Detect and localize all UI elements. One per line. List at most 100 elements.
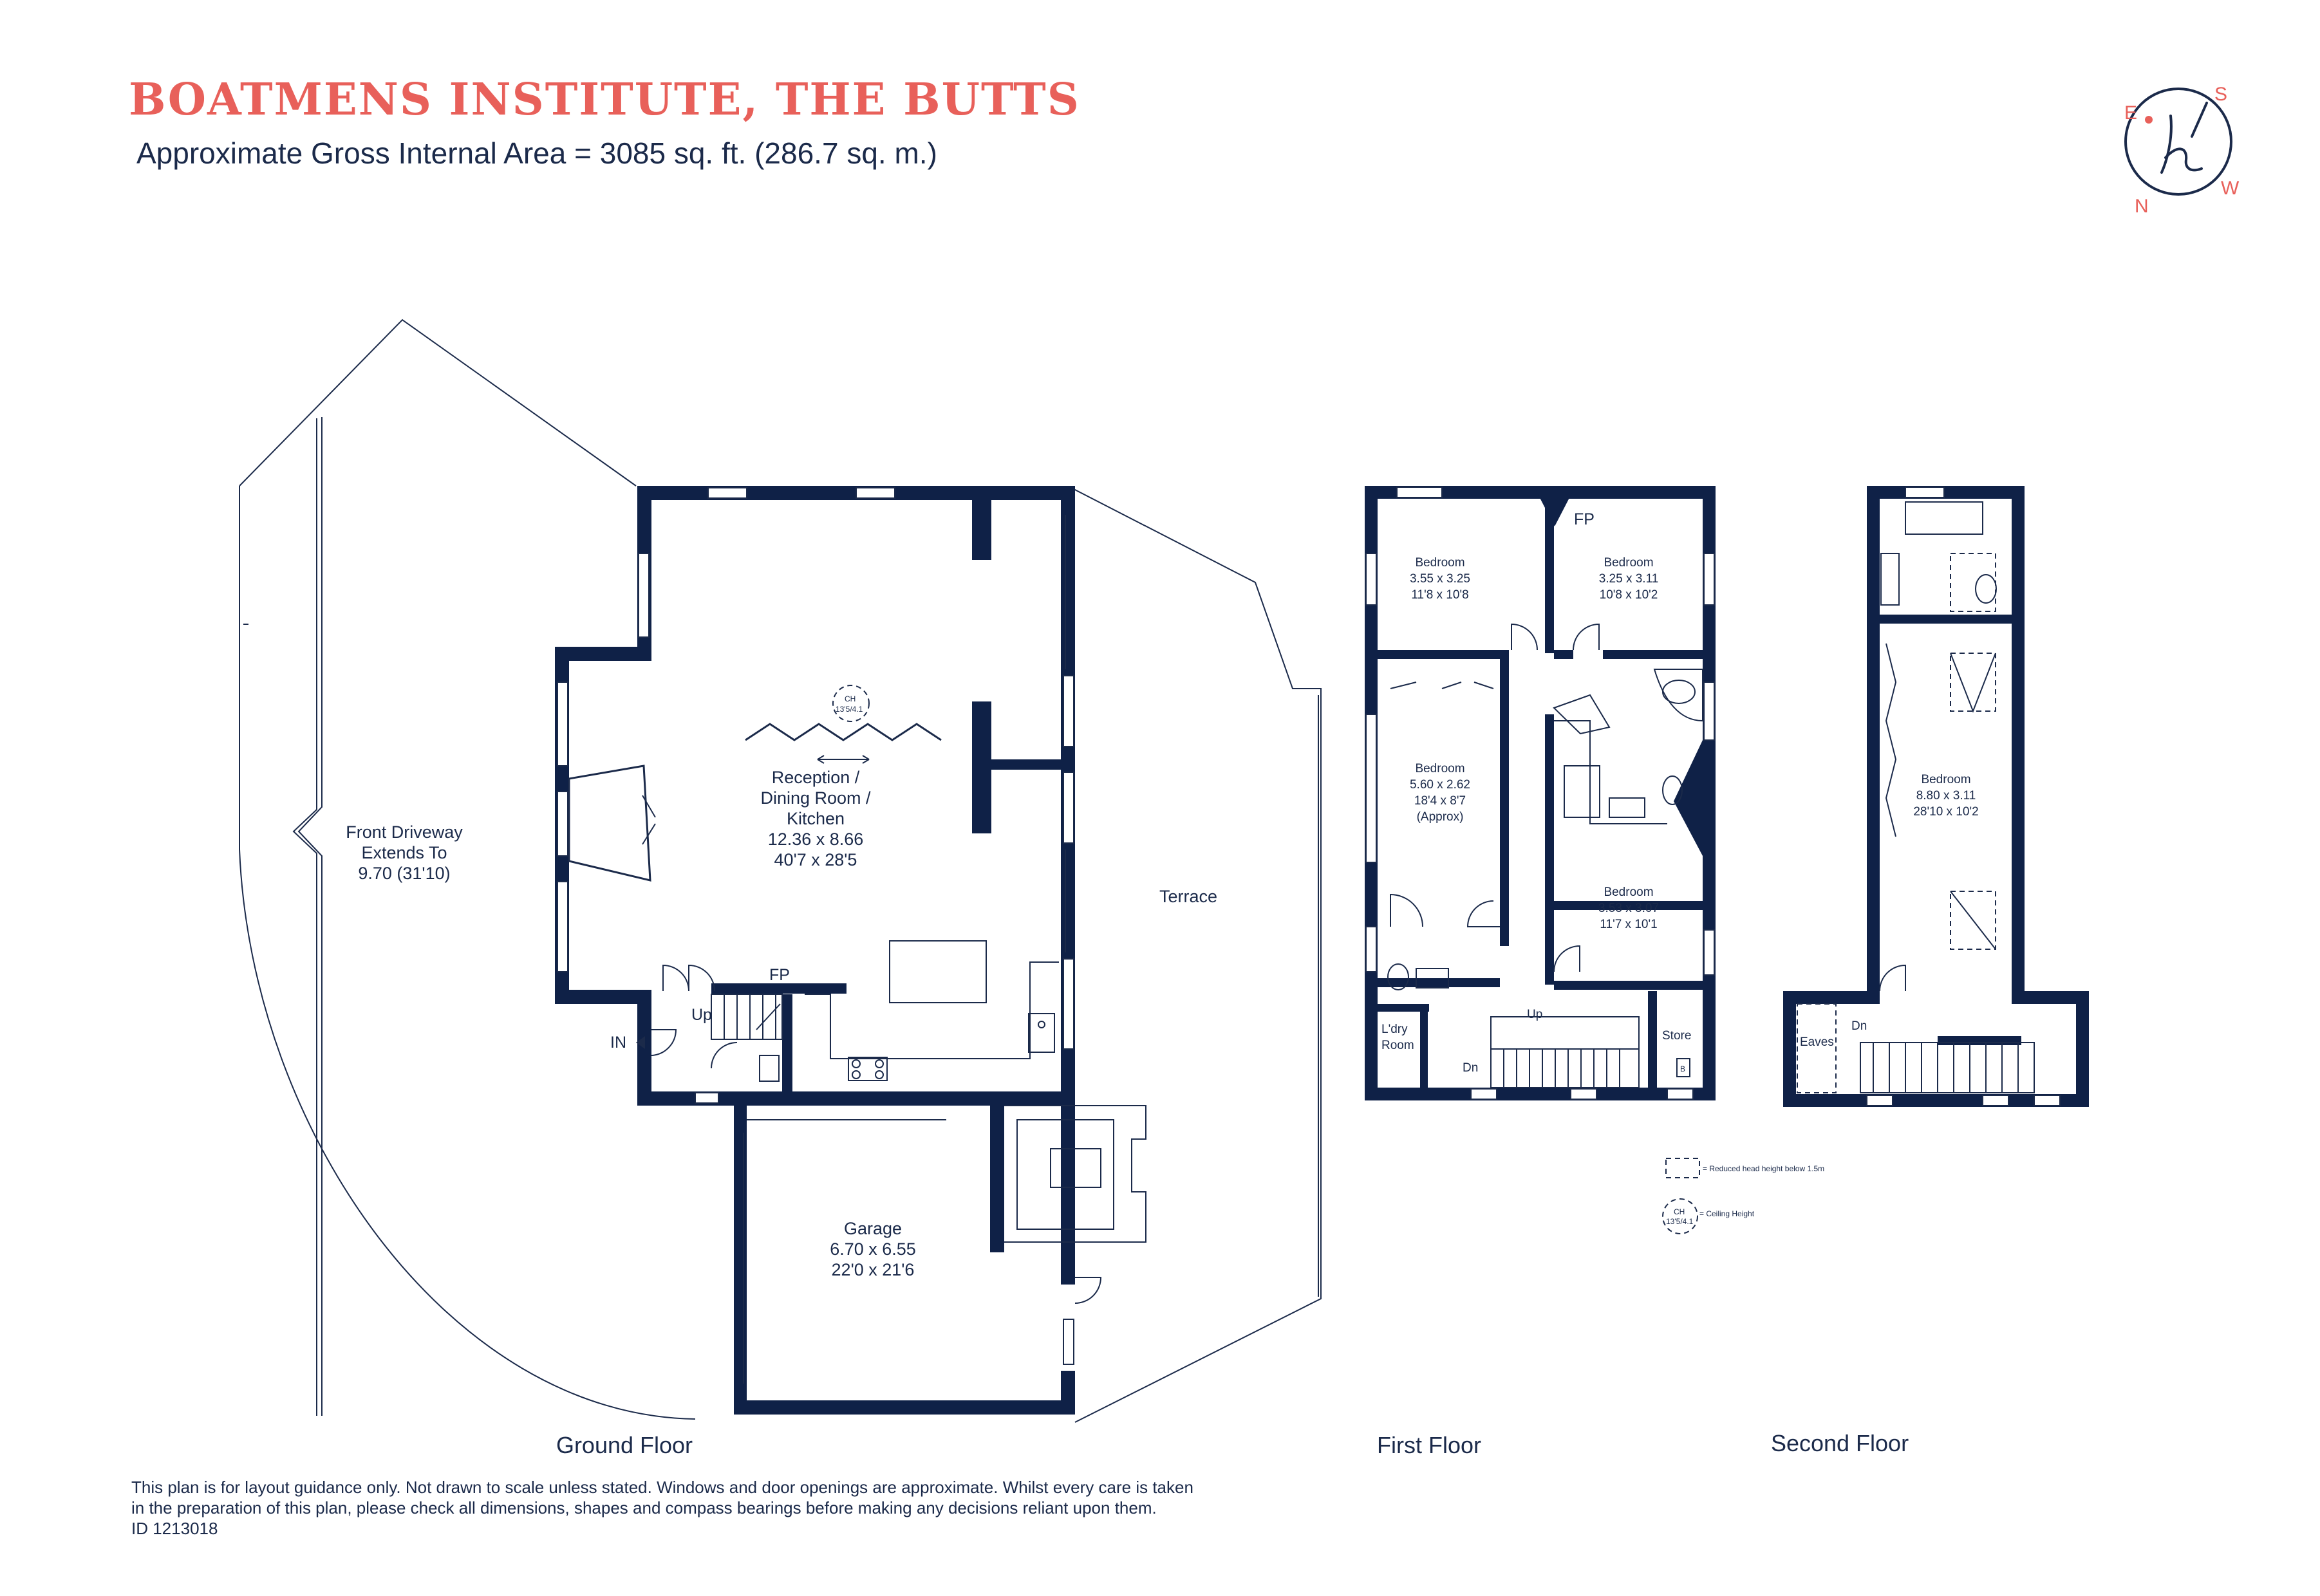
terrace-planter-inner [1016, 1119, 1114, 1230]
ground-fp-label: FP [769, 966, 790, 984]
second-eaves-label: Eaves [1800, 1035, 1834, 1049]
first-door-swing-1 [1511, 623, 1538, 651]
second-bed-name: Bedroom [1921, 773, 1970, 786]
first-boiler-label: B [1680, 1064, 1685, 1073]
terrace-planter-centre [1050, 1148, 1101, 1188]
second-wing-left [1783, 991, 1796, 1107]
second-bath-icon [1905, 501, 1983, 535]
entrance-in-label: IN [610, 1034, 626, 1052]
second-door-swing [1879, 964, 1906, 992]
kitchen-counter [805, 961, 1059, 1059]
wc-wall [782, 994, 792, 1104]
first-bed3-note: (Approx) [1417, 810, 1464, 824]
driveway-label-3: 9.70 (31'10) [358, 864, 450, 883]
second-dn-label: Dn [1851, 1019, 1867, 1033]
terrace-planter-outline [1004, 1105, 1146, 1243]
ground-window-4 [557, 682, 568, 766]
ground-floor-label: Ground Floor [556, 1432, 693, 1458]
first-bottom-wall [1365, 1088, 1716, 1100]
first-window-3 [1703, 553, 1715, 606]
first-up-label: Up [1527, 1008, 1542, 1021]
first-laundry-right-wall [1420, 1010, 1428, 1088]
ground-ch-label: CH [845, 694, 856, 703]
second-bed-imperial: 28'10 x 10'2 [1913, 805, 1978, 819]
first-door-swing-2 [1573, 623, 1600, 651]
first-bed2-imperial: 10'8 x 10'2 [1600, 588, 1658, 602]
first-bed2-bottom-wall-b [1603, 650, 1703, 659]
bay-top-wall [555, 647, 651, 661]
first-window-2 [1365, 553, 1377, 606]
entrance-arrow-icon [636, 1036, 645, 1049]
logo-ring [2124, 88, 2232, 196]
ground-bottom-wall-right [996, 1091, 1075, 1106]
second-skylight-2 [1950, 891, 1996, 950]
first-window-5 [1703, 682, 1715, 741]
garage-metric: 6.70 x 6.55 [830, 1239, 916, 1259]
first-bed-divider [1545, 499, 1554, 653]
page-title: BOATMENS INSTITUTE, THE BUTTS [129, 74, 1080, 125]
driveway-outline [239, 319, 696, 1420]
wardrobe-line [1390, 682, 1494, 689]
second-right-wall [2012, 486, 2025, 1004]
ground-window-1 [707, 487, 747, 499]
disclaimer-id: ID 1213018 [131, 1519, 218, 1538]
stair-top-wall [711, 983, 847, 994]
first-door-swing-4 [1390, 893, 1423, 927]
kitchen-island [889, 940, 987, 1003]
legend-reduced-height-text: = Reduced head height below 1.5m [1703, 1164, 1824, 1173]
terrace-outline [1073, 488, 1322, 1423]
second-bed-metric: 8.80 x 3.11 [1916, 789, 1976, 803]
reception-label-2: Dining Room / [760, 788, 871, 808]
garage-label: Garage [844, 1219, 902, 1238]
second-landing-wall [1938, 1036, 2021, 1045]
first-bed2-bottom-wall-a [1554, 650, 1573, 659]
second-skylight-1-lines [1950, 653, 1996, 713]
boiler-box-icon [1676, 1058, 1690, 1077]
reception-imperial: 40'7 x 28'5 [774, 850, 857, 869]
first-bed4-metric: 3.53 x 3.07 [1598, 902, 1659, 915]
first-bed3-metric: 5.60 x 2.62 [1410, 778, 1470, 792]
ground-window-10 [695, 1092, 719, 1104]
compass-south: S [2214, 84, 2227, 105]
first-fp-label: FP [1574, 510, 1595, 528]
ground-window-9 [1063, 958, 1074, 1050]
garage-window [1063, 1319, 1074, 1365]
garage-chimney-wall [990, 1091, 1004, 1252]
second-left-wing-top [1783, 991, 1880, 1004]
sink-icon [1028, 1013, 1055, 1053]
garage-left-wall [734, 1091, 747, 1413]
second-floor: Bedroom 8.80 x 3.11 28'10 x 10'2 Eaves D… [1771, 486, 2089, 1456]
reception-label-1: Reception / [772, 768, 860, 787]
first-dn-label: Dn [1463, 1061, 1478, 1075]
second-double-basin-icon [1880, 553, 1900, 606]
bay-door-icon [642, 795, 656, 845]
ground-window-2 [856, 487, 895, 499]
first-bed4-top-wall [1554, 901, 1703, 910]
legend-ceiling-height-text: = Ceiling Height [1699, 1209, 1755, 1218]
wc-toilet-icon [759, 1055, 780, 1082]
driveway-label-2: Extends To [361, 843, 447, 862]
second-skylight-2-lines [1950, 891, 1996, 950]
first-door-swing-5 [1553, 945, 1580, 972]
first-wc-toilet-icon [1387, 963, 1409, 990]
first-bed3-imperial: 18'4 x 8'7 [1414, 794, 1466, 808]
front-door-swing [662, 964, 715, 992]
first-window-6 [1703, 929, 1715, 976]
disclaimer-line-1: This plan is for layout guidance only. N… [131, 1478, 1193, 1497]
compass-dot-icon [2145, 116, 2153, 124]
first-laundry-label-2: Room [1381, 1039, 1414, 1052]
second-bottom-wall [1783, 1094, 2089, 1107]
second-stairs [1860, 1042, 2035, 1093]
legend-ceiling-height-icon [1662, 1198, 1698, 1234]
folding-screen [745, 723, 942, 741]
disclaimer-line-2: in the preparation of this plan, please … [131, 1498, 1157, 1517]
garage-bottom-wall [734, 1400, 1075, 1415]
ground-floor: CH 13'5/4.1 Reception / Dining Room / Ki… [239, 319, 1322, 1458]
first-wc-basin-icon [1416, 968, 1449, 988]
first-window-8 [1470, 1088, 1497, 1100]
first-window-10 [1667, 1088, 1694, 1100]
ground-ch-value: 13'5/4.1 [836, 705, 863, 714]
second-wardrobe-zigzag [1885, 643, 1897, 837]
second-ensuite-wall [1880, 615, 2012, 624]
first-bath-top-wall [1378, 978, 1500, 987]
